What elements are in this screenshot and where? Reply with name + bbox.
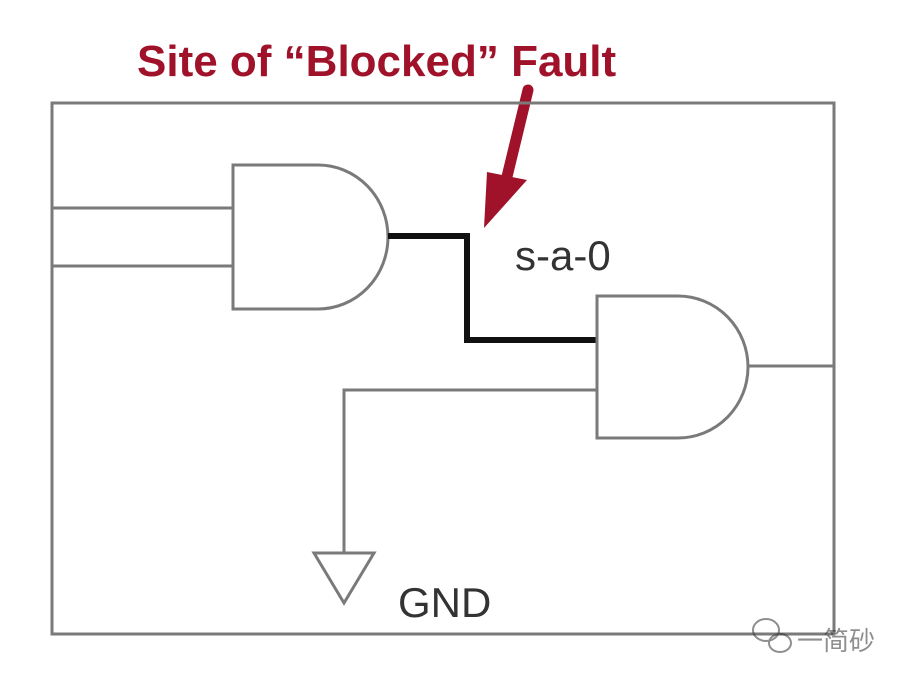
ground-tie-wire <box>342 388 597 553</box>
arrow-shaft <box>499 84 534 191</box>
watermark: 一简砂 <box>752 618 875 657</box>
diagram-title: Site of “Blocked” Fault <box>137 37 617 86</box>
fault-pointer-arrow <box>484 84 534 228</box>
circuit-boundary <box>50 101 836 636</box>
ground-label: GND <box>398 579 491 626</box>
and-gate-2 <box>595 294 750 440</box>
arrow-head <box>484 172 527 228</box>
wechat-icon <box>752 618 792 653</box>
faulty-net <box>388 233 597 343</box>
ground-symbol <box>311 551 377 606</box>
and-gate-1 <box>231 163 390 311</box>
watermark-text: 一简砂 <box>797 627 875 657</box>
fault-label: s-a-0 <box>515 232 611 279</box>
